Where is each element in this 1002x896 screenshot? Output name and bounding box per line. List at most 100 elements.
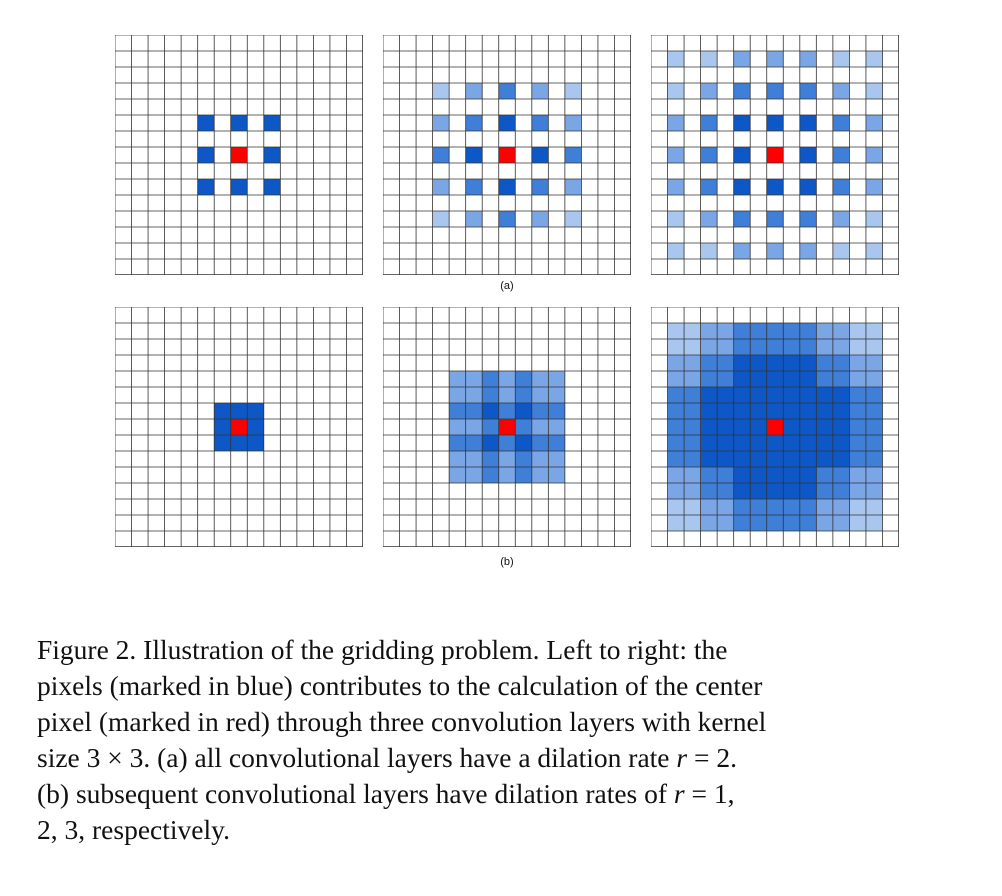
- contributing-pixel: [531, 371, 549, 387]
- contributing-pixel: [197, 147, 215, 163]
- contributing-pixel: [766, 483, 784, 499]
- contributing-pixel: [783, 387, 800, 403]
- panel-a3: [651, 35, 899, 275]
- contributing-pixel: [717, 483, 734, 499]
- contributing-pixel: [849, 355, 866, 371]
- contributing-pixel: [733, 419, 751, 435]
- contributing-pixel: [865, 51, 883, 67]
- contributing-pixel: [733, 51, 751, 67]
- contributing-pixel: [498, 451, 516, 467]
- contributing-pixel: [717, 515, 734, 531]
- contributing-pixel: [865, 515, 883, 531]
- contributing-pixel: [498, 371, 516, 387]
- contributing-pixel: [465, 179, 483, 195]
- contributing-pixel: [733, 147, 751, 163]
- contributing-pixel: [667, 339, 685, 355]
- contributing-pixel: [230, 179, 248, 195]
- contributing-pixel: [799, 243, 817, 259]
- contributing-pixel: [564, 83, 582, 99]
- contributing-pixel: [783, 515, 800, 531]
- contributing-pixel: [684, 323, 701, 339]
- contributing-pixel: [700, 419, 718, 435]
- contributing-pixel: [865, 115, 883, 131]
- contributing-pixel: [799, 435, 817, 451]
- contributing-pixel: [465, 467, 483, 483]
- contributing-pixel: [482, 467, 499, 483]
- contributing-pixel: [548, 467, 565, 483]
- contributing-pixel: [515, 467, 532, 483]
- contributing-pixel: [733, 211, 751, 227]
- contributing-pixel: [766, 451, 784, 467]
- contributing-pixel: [684, 515, 701, 531]
- contributing-pixel: [432, 211, 450, 227]
- contributing-pixel: [783, 371, 800, 387]
- contributing-pixel: [717, 355, 734, 371]
- contributing-pixel: [750, 403, 767, 419]
- contributing-pixel: [667, 499, 685, 515]
- contributing-pixel: [832, 211, 850, 227]
- contributing-pixel: [482, 451, 499, 467]
- contributing-pixel: [832, 339, 850, 355]
- contributing-pixel: [667, 147, 685, 163]
- contributing-pixel: [465, 387, 483, 403]
- contributing-pixel: [667, 355, 685, 371]
- contributing-pixel: [783, 451, 800, 467]
- contributing-pixel: [498, 115, 516, 131]
- contributing-pixel: [733, 387, 751, 403]
- contributing-pixel: [849, 515, 866, 531]
- contributing-pixel: [465, 371, 483, 387]
- contributing-pixel: [849, 371, 866, 387]
- contributing-pixel: [684, 483, 701, 499]
- contributing-pixel: [733, 499, 751, 515]
- contributing-pixel: [515, 451, 532, 467]
- contributing-pixel: [832, 451, 850, 467]
- contributing-pixel: [667, 467, 685, 483]
- center-pixel: [766, 147, 784, 163]
- contributing-pixel: [263, 147, 281, 163]
- contributing-pixel: [667, 419, 685, 435]
- contributing-pixel: [799, 323, 817, 339]
- contributing-pixel: [750, 339, 767, 355]
- contributing-pixel: [865, 211, 883, 227]
- caption-line-3: pixel (marked in red) through three conv…: [37, 706, 767, 737]
- contributing-pixel: [214, 419, 231, 435]
- contributing-pixel: [214, 403, 231, 419]
- contributing-pixel: [766, 371, 784, 387]
- contributing-pixel: [482, 403, 499, 419]
- contributing-pixel: [564, 115, 582, 131]
- contributing-pixel: [799, 211, 817, 227]
- contributing-pixel: [832, 419, 850, 435]
- contributing-pixel: [832, 371, 850, 387]
- contributing-pixel: [263, 179, 281, 195]
- contributing-pixel: [548, 435, 565, 451]
- contributing-pixel: [816, 483, 833, 499]
- contributing-pixel: [700, 435, 718, 451]
- contributing-pixel: [482, 371, 499, 387]
- contributing-pixel: [799, 419, 817, 435]
- panel-a1: [115, 35, 363, 275]
- contributing-pixel: [700, 147, 718, 163]
- contributing-pixel: [465, 435, 483, 451]
- contributing-pixel: [700, 403, 718, 419]
- contributing-pixel: [667, 323, 685, 339]
- contributing-pixel: [799, 339, 817, 355]
- contributing-pixel: [849, 387, 866, 403]
- caption-line-4-value: = 2.: [687, 742, 737, 773]
- contributing-pixel: [498, 83, 516, 99]
- contributing-pixel: [667, 115, 685, 131]
- contributing-pixel: [449, 467, 466, 483]
- contributing-pixel: [849, 403, 866, 419]
- grid-b2: [383, 307, 631, 547]
- contributing-pixel: [733, 243, 751, 259]
- contributing-pixel: [684, 451, 701, 467]
- contributing-pixel: [482, 435, 499, 451]
- contributing-pixel: [865, 451, 883, 467]
- contributing-pixel: [548, 371, 565, 387]
- contributing-pixel: [733, 451, 751, 467]
- contributing-pixel: [766, 211, 784, 227]
- contributing-pixel: [230, 435, 248, 451]
- contributing-pixel: [667, 179, 685, 195]
- contributing-pixel: [515, 435, 532, 451]
- contributing-pixel: [766, 387, 784, 403]
- contributing-pixel: [465, 451, 483, 467]
